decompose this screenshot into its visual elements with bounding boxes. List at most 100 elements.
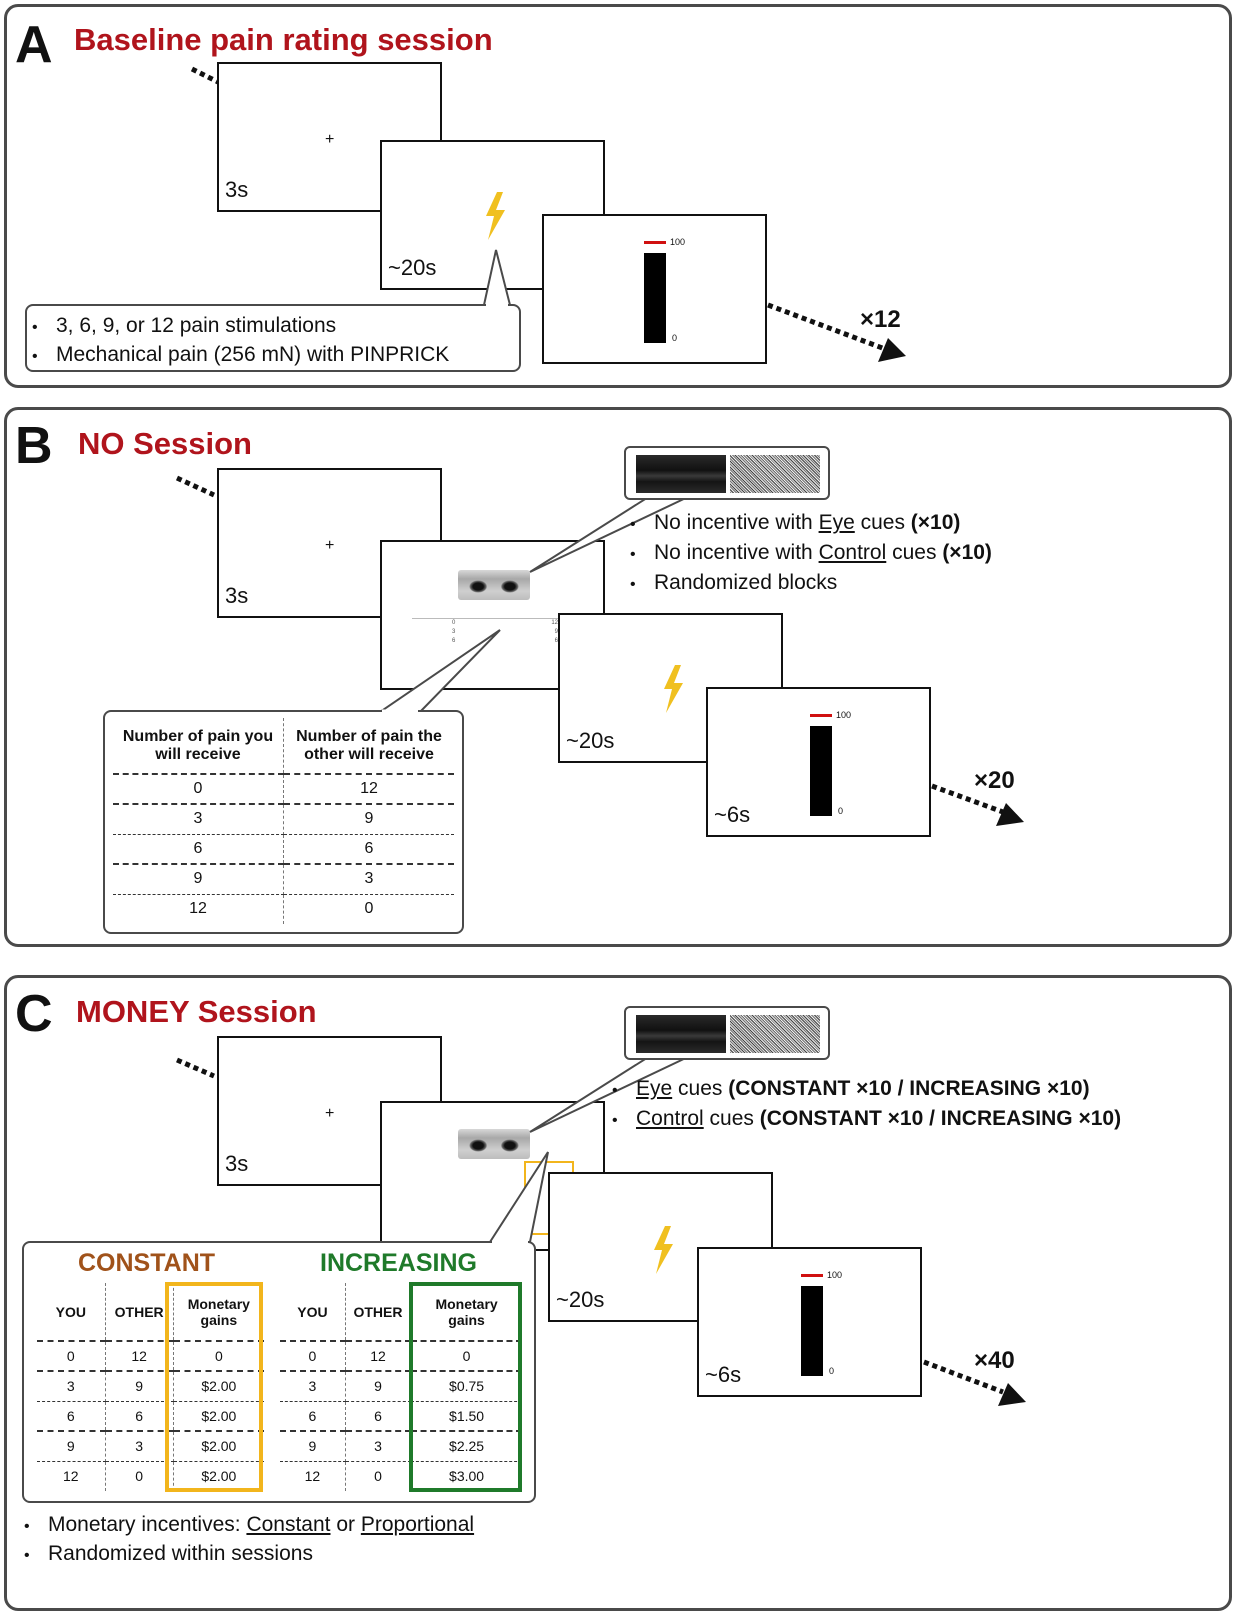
table-cell: 9 [280,1431,346,1462]
panel-c-rating-screen: 100 0 ~6s [697,1247,922,1397]
footer-option-constant: Constant [246,1513,331,1536]
fixation-duration: 3s [225,177,249,202]
panel-b-choice-table: Number of pain you will receive Number o… [113,718,454,924]
table-cell: 0 [113,774,284,805]
fixation-cross: + [325,537,335,554]
panel-a-letter: A [15,16,53,74]
panel-b-table-callout-tail-mask [382,709,418,713]
table-cell: 6 [37,1401,106,1432]
table-cell: $2.25 [410,1431,522,1462]
table-cell: 3 [280,1371,346,1402]
panel-b-arrows [175,475,1024,826]
rating-min-label: 0 [672,333,678,343]
table-header-row: YOU OTHER Monetary gains [280,1283,522,1342]
fixation-duration: 3s [225,1151,249,1176]
eye-cue-image [458,570,530,600]
bullet-cue: Control [636,1107,704,1130]
increasing-title: INCREASING [320,1249,477,1277]
pain-rating-scale: 100 0 [808,711,868,821]
table-cell: 3 [283,864,454,895]
panel-a-arrows [190,66,906,362]
panel-a-callout [25,304,521,372]
footer-option-proportional: Proportional [360,1513,475,1536]
table-header: OTHER [345,1283,412,1342]
bullet-detail: (CONSTANT ×10 / INCREASING ×10) [759,1107,1122,1130]
table-cell: 6 [105,1401,174,1432]
panel-a-title: Baseline pain rating session [74,22,493,57]
table-cell: 9 [345,1371,412,1402]
footer-text: Randomized within sessions [48,1542,313,1565]
table-cell: 0 [105,1461,174,1491]
increasing-gain-highlight [409,1282,522,1492]
panel-b-cue-callout [624,446,830,500]
rating-min-label: 0 [838,806,844,816]
panel-c-choice-screen [380,1101,605,1251]
panel-b-bullet-1: •No incentive with Eye cues (×10) [630,511,961,534]
table-cell: 0 [37,1341,106,1372]
table-cell: $0.75 [410,1371,522,1402]
fixation-cross: + [325,1105,335,1122]
footer-text: Monetary incentives: [48,1513,247,1536]
table-cell: 0 [364,900,374,918]
table-cell: $2.00 [173,1431,264,1462]
footer-text: or [330,1513,361,1536]
table-cell: 9 [283,804,454,835]
table-cell: 9 [105,1371,174,1402]
rating-max-label: 100 [670,237,686,247]
table-cell: $1.50 [410,1401,522,1432]
rating-bar [644,253,666,343]
panel-a-bullet-2: •Mechanical pain (256 mN) with PINPRICK [32,343,450,366]
table-cell: 12 [283,774,454,805]
bullet-cue: Eye [636,1077,673,1100]
lightning-bolt-icon [654,1226,673,1274]
rating-bar [801,1286,823,1376]
table-header: YOU [280,1283,346,1342]
table-cell: 9 [37,1431,106,1462]
fixation-cross: + [325,131,335,148]
fixation-duration: 3s [225,583,249,608]
bullet-count: (×10) [942,541,992,564]
table-cell: 6 [345,1401,412,1432]
panel-a-callout-tail-mask [486,303,508,307]
panel-b-title: NO Session [78,426,252,461]
pain-duration: ~20s [388,255,437,280]
table-cell: 0 [345,1461,412,1491]
table-cell: 3 [105,1431,174,1462]
panel-a-repeat-count: ×12 [860,306,901,333]
table-header: YOU [37,1283,106,1342]
table-header: Monetary gains [173,1283,264,1342]
table-cell: 6 [113,834,284,865]
panel-c-pain-screen: ~20s [548,1172,773,1322]
lightning-bolt-icon [664,665,683,713]
table-cell: 12 [280,1461,346,1491]
panel-c-letter: C [15,985,53,1043]
eye-cue-thumbnail [636,455,726,493]
panel-c-table-callout-tail-mask [0,0,1236,1300]
bullet-detail: (CONSTANT ×10 / INCREASING ×10) [728,1077,1090,1100]
panel-c-footer-2: •Randomized within sessions [24,1542,313,1565]
bullet-text: cues [672,1077,729,1100]
table-cell: 3 [113,804,284,835]
table-cell: $2.00 [173,1401,264,1432]
table-header-row: Number of pain you will receive Number o… [113,718,454,775]
panel-c-title: MONEY Session [76,994,317,1029]
pain-rating-scale: 100 0 [799,1271,859,1381]
panel-a-rating-screen: 100 0 [542,214,767,364]
table-header: Monetary gains [410,1283,522,1342]
table-cell: $2.00 [201,1468,237,1485]
constant-gain-highlight [165,1282,263,1492]
panel-c-bullet-2: •Control cues (CONSTANT ×10 / INCREASING… [612,1107,1122,1130]
